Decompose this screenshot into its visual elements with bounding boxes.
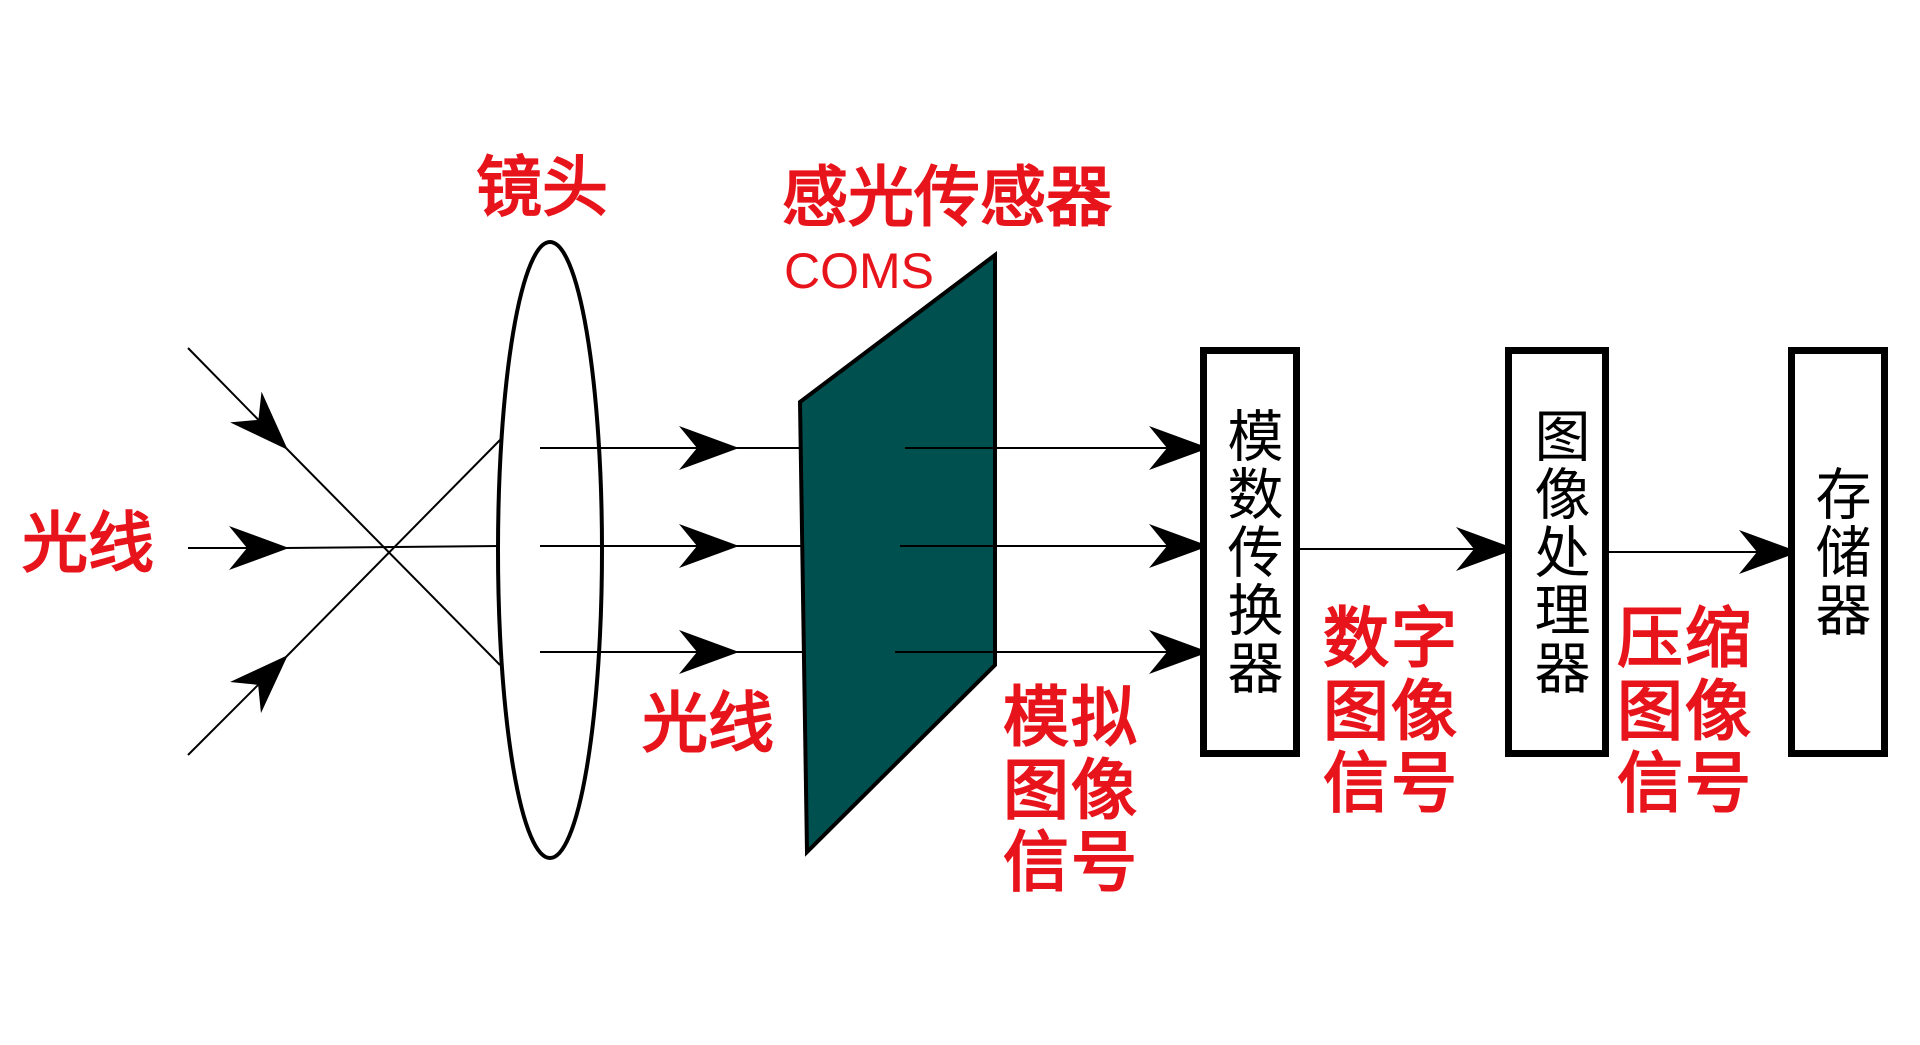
parallel-rays: [540, 426, 805, 674]
label-sensor-title: 感光传感器: [782, 159, 1112, 236]
lens-icon: [496, 240, 604, 860]
ray-mid-b: [284, 545, 501, 549]
ray-bot-b: [284, 439, 501, 659]
label-lens: 镜头: [476, 149, 608, 226]
ray-top-a: [187, 347, 288, 450]
storage-box: 存储器: [1788, 347, 1888, 757]
label-sensor-subtitle: COMS: [784, 243, 934, 299]
ray-top-b: [284, 446, 501, 666]
label-compressed-signal: 压缩图像信号: [1617, 600, 1753, 823]
adc-label: 模数传换器: [1218, 407, 1283, 697]
image-processor-box: 图像处理器: [1505, 347, 1609, 757]
label-analog-signal: 模拟图像信号: [1003, 679, 1139, 902]
pipeline-arrows: [1297, 527, 1799, 574]
incoming-rays: [187, 347, 501, 756]
label-light-mid: 光线: [642, 685, 774, 762]
sensor-plate-icon: [797, 250, 997, 857]
label-digital-signal: 数字图像信号: [1323, 600, 1459, 823]
ray-bot-a: [187, 655, 288, 756]
storage-label: 存储器: [1806, 465, 1871, 639]
adc-box: 模数传换器: [1200, 347, 1300, 757]
image-processor-label: 图像处理器: [1525, 407, 1590, 697]
analog-signal-arrows: [895, 426, 1209, 674]
label-light-in: 光线: [22, 505, 154, 582]
